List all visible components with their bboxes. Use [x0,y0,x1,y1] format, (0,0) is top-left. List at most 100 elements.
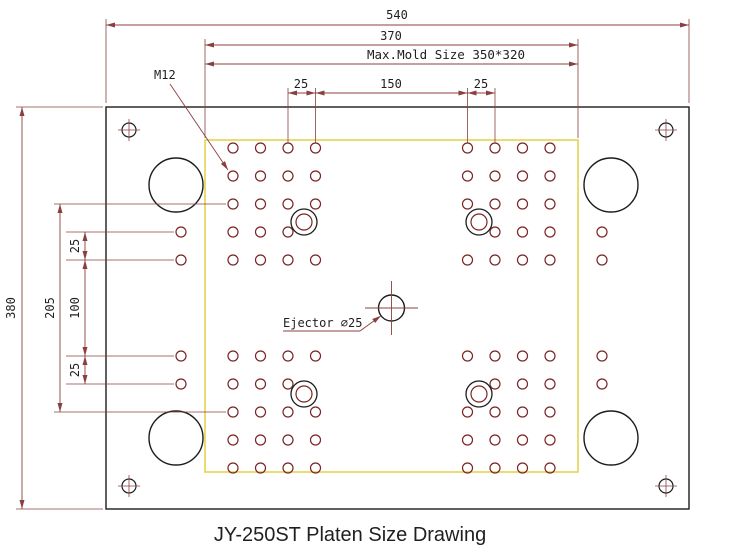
bolt-hole [282,170,294,182]
dim-overall-width: 540 [386,8,408,22]
bolt-hole [175,350,187,362]
bolt-hole [254,406,267,418]
dim-row-span-205: 205 [43,297,57,319]
bolt-hole [175,226,187,238]
tie-bar-hole [583,157,639,213]
locating-ring-outer [465,380,493,408]
bolt-hole [489,142,501,154]
bolt-hole [516,462,529,474]
bolt-hole [227,378,239,390]
bolt-hole [516,378,529,390]
dim-overall-height: 380 [4,297,18,319]
arrowhead [82,260,88,269]
arrowhead [680,22,689,28]
dim-row-gap-top-25: 25 [68,239,82,253]
platen-outline [105,106,690,510]
dimension-labels: 540 370 Max.Mold Size 350*320 25 150 25 … [4,8,525,377]
arrowhead [569,42,578,48]
arrowhead [82,251,88,260]
bolt-hole [544,406,556,418]
bolt-hole [596,350,608,362]
dim-row-gap-100: 100 [68,297,82,319]
locating-ring-outer [290,380,318,408]
locating-ring-inner [470,385,488,403]
bolt-hole [254,434,267,446]
bolt-hole [254,254,267,266]
max-mold-size-label: Max.Mold Size 350*320 [367,47,525,62]
bolt-hole [489,350,501,362]
bolt-hole [227,142,239,154]
bolt-hole [489,226,501,238]
bolt-hole [544,378,556,390]
bolt-hole [461,198,474,210]
bolt-hole [516,142,529,154]
bolt-hole [227,434,239,446]
bolt-hole [544,462,556,474]
bolt-hole [544,142,556,154]
arrowhead [57,204,63,213]
bolt-hole [489,198,501,210]
bolt-hole [309,170,322,182]
tie-bar-hole [583,410,639,466]
m12-label: M12 [154,68,176,82]
drawing-title: JY-250ST Platen Size Drawing [214,524,486,546]
dim-mold-opening-width: 370 [380,29,402,43]
bolt-hole [461,350,474,362]
arrowhead [315,90,325,96]
bolt-hole [516,434,529,446]
bolt-hole [309,198,322,210]
bolt-hole [254,350,267,362]
bolt-hole [309,350,322,362]
dim-col-gap-right: 25 [474,77,488,91]
bolt-hole [227,462,239,474]
bolt-hole [254,170,267,182]
arrowhead [82,232,88,241]
bolt-hole [309,142,322,154]
arrowhead [19,107,25,116]
bolt-hole [175,378,187,390]
locating-ring-outer [290,208,318,236]
bolt-hole [227,254,239,266]
bolt-hole [254,226,267,238]
bolt-hole [175,254,187,266]
arrowhead [205,42,214,48]
bolt-hole [544,226,556,238]
bolt-hole [227,170,239,182]
bolt-hole [227,350,239,362]
bolt-hole [544,254,556,266]
locating-ring-inner [295,213,313,231]
bolt-hole [516,254,529,266]
bolt-hole [489,434,501,446]
bolt-hole [282,142,294,154]
bolt-hole [596,254,608,266]
bolt-hole [309,254,322,266]
bolt-hole [596,378,608,390]
bolt-hole [227,198,239,210]
arrowhead [205,61,214,67]
arrowhead [19,500,25,509]
bolt-hole [282,406,294,418]
tie-bar-hole [148,410,204,466]
bolt-hole [516,226,529,238]
mold-area-rect [204,139,579,473]
bolt-hole [254,462,267,474]
bolt-hole [489,406,501,418]
bolt-hole [544,198,556,210]
arrowhead [458,90,468,96]
bolt-hole [254,198,267,210]
bolt-hole [489,462,501,474]
bolt-hole [544,434,556,446]
locating-ring-inner [295,385,313,403]
arrowhead [288,90,297,96]
bolt-hole [282,462,294,474]
bolt-hole [461,406,474,418]
bolt-hole [489,254,501,266]
bolt-hole [282,254,294,266]
arrowhead [486,90,495,96]
bolt-hole [461,254,474,266]
ejector-label: Ejector ∅25 [283,316,362,330]
bolt-hole [516,350,529,362]
arrowhead [82,347,88,356]
m12-leader-line [169,83,229,171]
